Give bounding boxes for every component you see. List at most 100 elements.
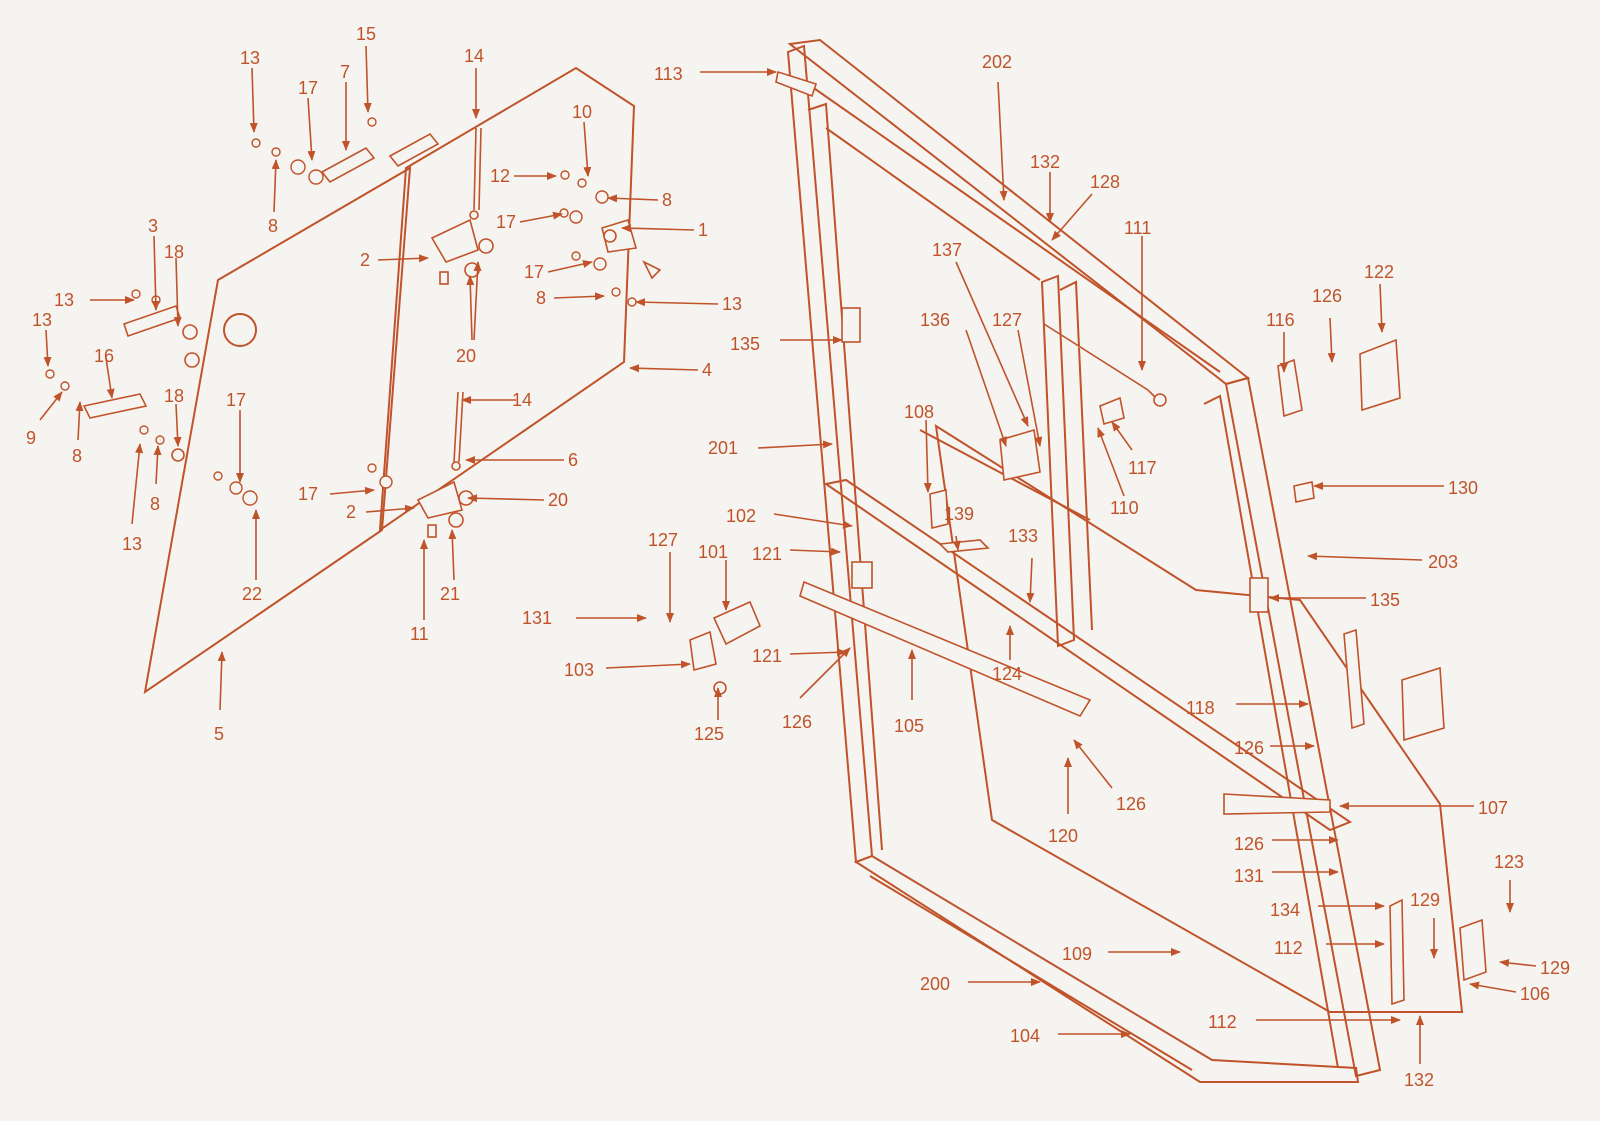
- leader-110: [1097, 427, 1125, 497]
- label-130: 130: [1448, 478, 1478, 498]
- label-18: 18: [164, 386, 184, 406]
- leader-133: [1026, 557, 1035, 603]
- frame-hardware: [689, 70, 1487, 1006]
- leader-9: [39, 391, 63, 421]
- label-8: 8: [662, 190, 672, 210]
- leader-1: [621, 224, 695, 233]
- leader-127-a: [1017, 329, 1043, 447]
- label-102: 102: [726, 506, 756, 526]
- label-4: 4: [702, 360, 712, 380]
- label-21: 21: [440, 584, 460, 604]
- label-123: 123: [1494, 852, 1524, 872]
- label-113: 113: [654, 64, 683, 84]
- leader-103: [605, 660, 691, 669]
- leader-137: [955, 261, 1029, 427]
- label-9: 9: [26, 428, 36, 448]
- leader-17-c: [547, 260, 593, 273]
- leader-20-a: [466, 275, 475, 341]
- leader-10: [583, 121, 592, 177]
- label-127: 127: [648, 530, 678, 550]
- label-126: 126: [1234, 738, 1264, 758]
- label-106: 106: [1520, 984, 1550, 1004]
- leader-139: [952, 535, 961, 551]
- leader-121-a: [789, 547, 841, 556]
- label-103: 103: [564, 660, 594, 680]
- label-121: 121: [752, 544, 782, 564]
- label-17: 17: [226, 390, 246, 410]
- label-108: 108: [904, 402, 934, 422]
- label-13: 13: [240, 48, 260, 68]
- leader-5: [217, 651, 226, 711]
- upper-hinge-assembly: [430, 127, 494, 285]
- label-2: 2: [346, 502, 356, 522]
- leader-13-a: [249, 67, 258, 133]
- label-7: 7: [340, 62, 350, 82]
- label-11: 11: [410, 624, 429, 644]
- leader-108: [923, 419, 932, 493]
- label-22: 22: [242, 584, 262, 604]
- label-128: 128: [1090, 172, 1120, 192]
- label-202: 202: [982, 52, 1012, 72]
- leader-117: [1111, 421, 1133, 451]
- label-129: 129: [1410, 890, 1440, 910]
- label-17: 17: [298, 484, 318, 504]
- label-132: 132: [1404, 1070, 1434, 1090]
- leader-18-b: [173, 403, 182, 447]
- leader-17-d: [329, 486, 375, 495]
- door-frame: [786, 38, 1464, 1083]
- label-121: 121: [752, 646, 782, 666]
- callouts: [39, 45, 1537, 1064]
- leader-20-c: [467, 494, 545, 503]
- leader-18-a: [173, 257, 182, 327]
- leader-13-d: [43, 329, 52, 367]
- label-14: 14: [464, 46, 484, 66]
- label-118: 118: [1186, 698, 1215, 718]
- label-16: 16: [94, 346, 114, 366]
- label-111: 111: [1124, 218, 1151, 238]
- callout-labels: 13 15 7 17 14 10 12 8 17 1 17 8 13 2 20 …: [26, 24, 1570, 1090]
- label-124: 124: [992, 664, 1022, 684]
- label-14: 14: [512, 390, 532, 410]
- leader-2-a: [377, 254, 429, 263]
- label-126: 126: [1116, 794, 1146, 814]
- label-13: 13: [32, 310, 52, 330]
- label-10: 10: [572, 102, 592, 122]
- label-8: 8: [72, 446, 82, 466]
- label-120: 120: [1048, 826, 1078, 846]
- leader-126-a: [799, 647, 851, 699]
- leader-129-b: [1499, 959, 1537, 967]
- label-116: 116: [1266, 310, 1295, 330]
- label-8: 8: [536, 288, 546, 308]
- label-134: 134: [1270, 900, 1300, 920]
- label-112: 112: [1208, 1012, 1237, 1032]
- leader-3: [151, 235, 160, 311]
- label-137: 137: [932, 240, 962, 260]
- glass-panel-5: [143, 166, 412, 695]
- leader-122: [1377, 283, 1386, 333]
- label-200: 200: [920, 974, 950, 994]
- label-101: 101: [698, 542, 728, 562]
- label-135: 135: [1370, 590, 1400, 610]
- label-20: 20: [548, 490, 568, 510]
- label-8: 8: [268, 216, 278, 236]
- leader-201: [757, 440, 833, 449]
- leader-8-c: [75, 401, 84, 441]
- label-136: 136: [920, 310, 950, 330]
- leader-102: [773, 513, 853, 529]
- label-112: 112: [1274, 938, 1303, 958]
- label-17: 17: [496, 212, 516, 232]
- leader-121-b: [789, 648, 847, 657]
- bracket-3-16: [82, 304, 200, 462]
- label-129: 129: [1540, 958, 1570, 978]
- leader-126-c: [1073, 739, 1113, 789]
- label-109: 109: [1062, 944, 1092, 964]
- label-17: 17: [298, 78, 318, 98]
- leader-8-b: [553, 292, 605, 301]
- label-6: 6: [568, 450, 578, 470]
- label-132: 132: [1030, 152, 1060, 172]
- label-126: 126: [1312, 286, 1342, 306]
- leader-8-d: [153, 445, 162, 485]
- leader-2-b: [365, 504, 415, 513]
- label-110: 110: [1110, 498, 1139, 518]
